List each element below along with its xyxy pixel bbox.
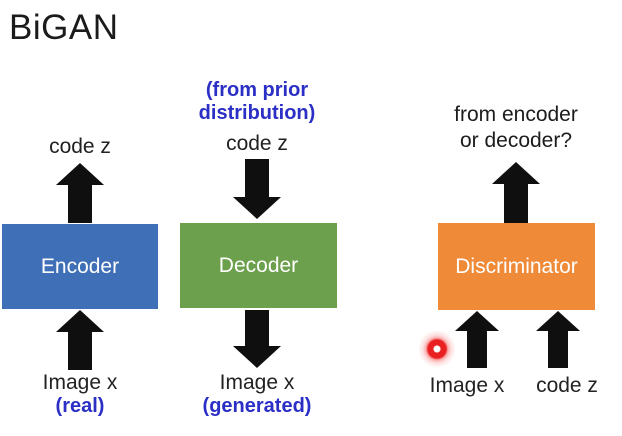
up-arrow-encoder-output-icon xyxy=(56,163,104,223)
arrow-shaft xyxy=(68,185,92,223)
up-arrow-discriminator-output-icon xyxy=(492,162,540,223)
decoder-input-label: code z xyxy=(226,132,288,155)
arrow-shaft xyxy=(467,331,487,368)
encoder-input-note: (real) xyxy=(55,395,105,417)
question-line1: from encoder xyxy=(454,103,578,126)
arrow-head-icon xyxy=(233,197,281,219)
prior-note-line2: distribution) xyxy=(198,102,316,124)
decoder-output-label: Image x xyxy=(219,371,295,394)
arrow-shaft xyxy=(504,184,528,223)
encoder-box: Encoder xyxy=(2,224,158,309)
question-line2: or decoder? xyxy=(459,129,573,152)
arrow-shaft xyxy=(68,332,92,370)
arrow-head-icon xyxy=(455,311,499,331)
encoder-box-label: Encoder xyxy=(40,254,120,278)
discriminator-box: Discriminator xyxy=(438,223,595,310)
arrow-head-icon xyxy=(492,162,540,184)
down-arrow-decoder-output-icon xyxy=(233,310,281,368)
encoder-input-label: Image x xyxy=(42,371,118,394)
arrow-head-icon xyxy=(536,311,580,331)
arrow-head-icon xyxy=(233,346,281,368)
page-title: BiGAN xyxy=(9,8,119,47)
encoder-output-label: code z xyxy=(49,135,111,158)
discriminator-question: from encoder or decoder? xyxy=(436,102,596,154)
up-arrow-discriminator-code-input-icon xyxy=(536,311,580,368)
discriminator-box-label: Discriminator xyxy=(455,254,578,278)
prior-distribution-note: (from prior distribution) xyxy=(182,79,332,125)
arrow-head-icon xyxy=(56,310,104,332)
arrow-shaft xyxy=(245,159,269,197)
decoder-box: Decoder xyxy=(180,223,337,308)
arrow-shaft xyxy=(548,331,568,368)
arrow-head-icon xyxy=(56,163,104,185)
arrow-shaft xyxy=(245,310,269,346)
decoder-output-note: (generated) xyxy=(202,395,312,417)
laser-pointer-dot xyxy=(417,329,457,369)
discriminator-image-input-label: Image x xyxy=(429,374,505,397)
up-arrow-encoder-input-icon xyxy=(56,310,104,370)
down-arrow-decoder-input-icon xyxy=(233,159,281,219)
discriminator-code-input-label: code z xyxy=(536,374,598,397)
up-arrow-discriminator-image-input-icon xyxy=(455,311,499,368)
decoder-box-label: Decoder xyxy=(218,253,299,277)
prior-note-line1: (from prior xyxy=(205,79,309,101)
